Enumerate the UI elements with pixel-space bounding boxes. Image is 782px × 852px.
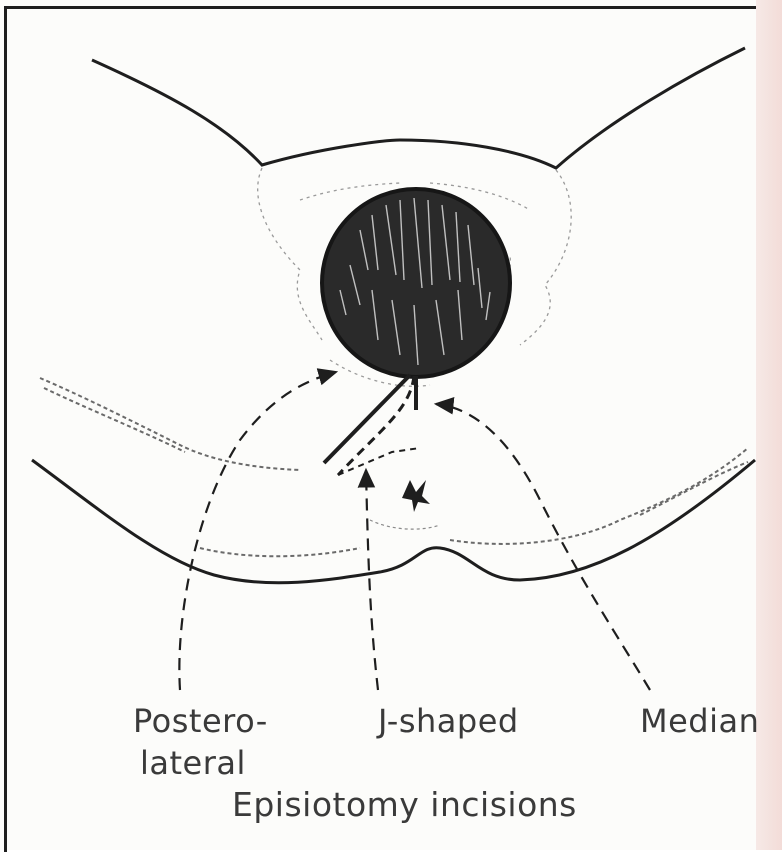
anus-marker [370,480,440,529]
label-median: Median [640,702,759,740]
buttock-hatching [40,378,748,556]
label-lateral: lateral [140,744,246,782]
postero-lateral-incision [324,375,410,463]
postero-lateral-arrow [179,372,336,690]
fetal-head [322,189,510,377]
buttock-outline [32,460,755,583]
thigh-outline [92,48,745,168]
leader-arrows [179,372,650,690]
incision-lines [324,375,420,475]
figure-caption: Episiotomy incisions [232,786,577,824]
median-arrow [436,404,650,690]
j-shaped-arrow [366,470,378,690]
label-j-shaped: J-shaped [378,702,519,740]
j-shaped-incision [338,376,414,475]
label-postero: Postero- [133,702,268,740]
